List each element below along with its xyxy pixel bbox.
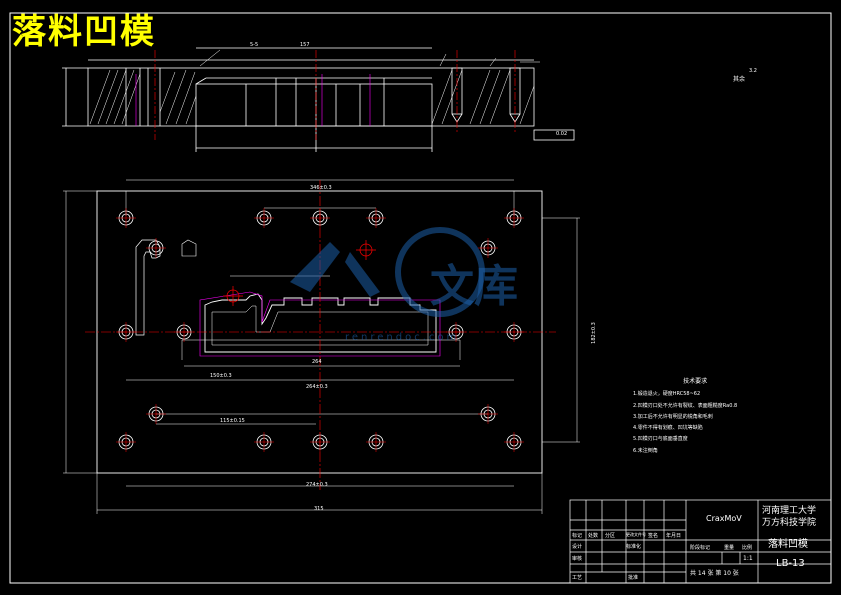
tb-scale-label: 比例 xyxy=(742,545,753,551)
tb-col-count: 处数 xyxy=(588,533,599,539)
tb-row-process: 工艺 xyxy=(572,575,583,581)
watermark-sub: renrendoc.com xyxy=(345,332,460,343)
tb-weight-label: 重量 xyxy=(724,545,735,551)
title-block xyxy=(569,499,832,584)
dim-top-width: 157 xyxy=(300,42,310,48)
dim-d2: 115±0.15 xyxy=(220,418,245,424)
bolt-holes xyxy=(116,208,524,452)
dowel-holes xyxy=(223,240,376,306)
watermark-ring-icon xyxy=(395,227,485,317)
tb-standard: 标准化 xyxy=(626,544,642,550)
dim-plan-width-mid: 346±0.3 xyxy=(310,185,332,191)
tb-stage-label: 阶段标记 xyxy=(690,545,711,551)
tech-item: 4.零件不得有划痕、凹坑等缺陷 xyxy=(633,425,703,432)
dim-d3: 264±0.3 xyxy=(306,384,328,390)
section-hidden xyxy=(135,74,371,126)
tb-college: 万方科技学院 xyxy=(762,518,817,528)
dim-total-width: 315 xyxy=(314,506,324,512)
drawing-title: 落料凹模 xyxy=(12,12,156,52)
tb-row-mark: 标记 xyxy=(572,533,583,539)
roughness-note: 其余 xyxy=(733,76,746,83)
tech-item: 3.加工后不允许有明显的锐角和毛刺 xyxy=(633,413,713,420)
tech-requirements-heading: 技术要求 xyxy=(683,378,708,385)
tb-row-review: 审核 xyxy=(572,556,583,562)
tb-col-zone: 分区 xyxy=(605,533,616,539)
tb-row-design: 设计 xyxy=(572,544,583,550)
hatch-right xyxy=(431,69,535,125)
dim-bottom-width: 274±0.3 xyxy=(306,482,328,488)
dim-d1: 150±0.3 xyxy=(210,373,232,379)
tech-item: 2.凹模刃口处不允许有裂纹、表面粗糙度Ra0.8 xyxy=(633,402,738,409)
hatch-left-2 xyxy=(159,69,197,125)
tech-item: 6.未注倒角 xyxy=(633,447,658,454)
dim-tolerance: 0.02 xyxy=(556,131,568,137)
dim-plan-height: 182±0.3 xyxy=(590,322,597,344)
tb-drawing-no: LB-13 xyxy=(776,558,805,569)
tb-part-name: 落料凹模 xyxy=(768,539,808,550)
tb-sheet: 共 14 张 第 10 张 xyxy=(690,570,739,577)
tb-scale: 1:1 xyxy=(743,555,753,562)
section-view xyxy=(62,47,575,152)
hatch-left xyxy=(89,69,141,125)
dim-inner-width: 264 xyxy=(312,359,322,365)
tb-col-sign: 签名 xyxy=(648,533,659,539)
section-centerlines xyxy=(154,50,516,140)
tech-item: 1.锻造退火，硬度HRC58~62 xyxy=(633,391,701,398)
tb-approve: 批准 xyxy=(628,575,639,581)
plan-hidden xyxy=(199,291,441,357)
tb-col-change: 更改文件号 xyxy=(626,532,646,537)
tech-requirements: 技术要求 1.锻造退火，硬度HRC58~62 2.凹模刃口处不允许有裂纹、表面粗… xyxy=(633,376,737,457)
watermark-logo xyxy=(290,227,485,317)
dim-top-left: 5-5 xyxy=(250,42,259,48)
leader-lines xyxy=(199,49,540,67)
tb-software: CraxMoV xyxy=(706,514,742,523)
watermark-figure-icon xyxy=(290,242,380,297)
roughness-value: 3.2 xyxy=(749,68,757,74)
tb-col-date: 年月日 xyxy=(666,533,682,539)
watermark-text: 文库 xyxy=(430,261,518,312)
outer-border xyxy=(9,12,832,584)
tech-item: 5.凹模刃口与底面垂直度 xyxy=(633,436,688,443)
tb-school: 河南理工大学 xyxy=(762,506,817,516)
